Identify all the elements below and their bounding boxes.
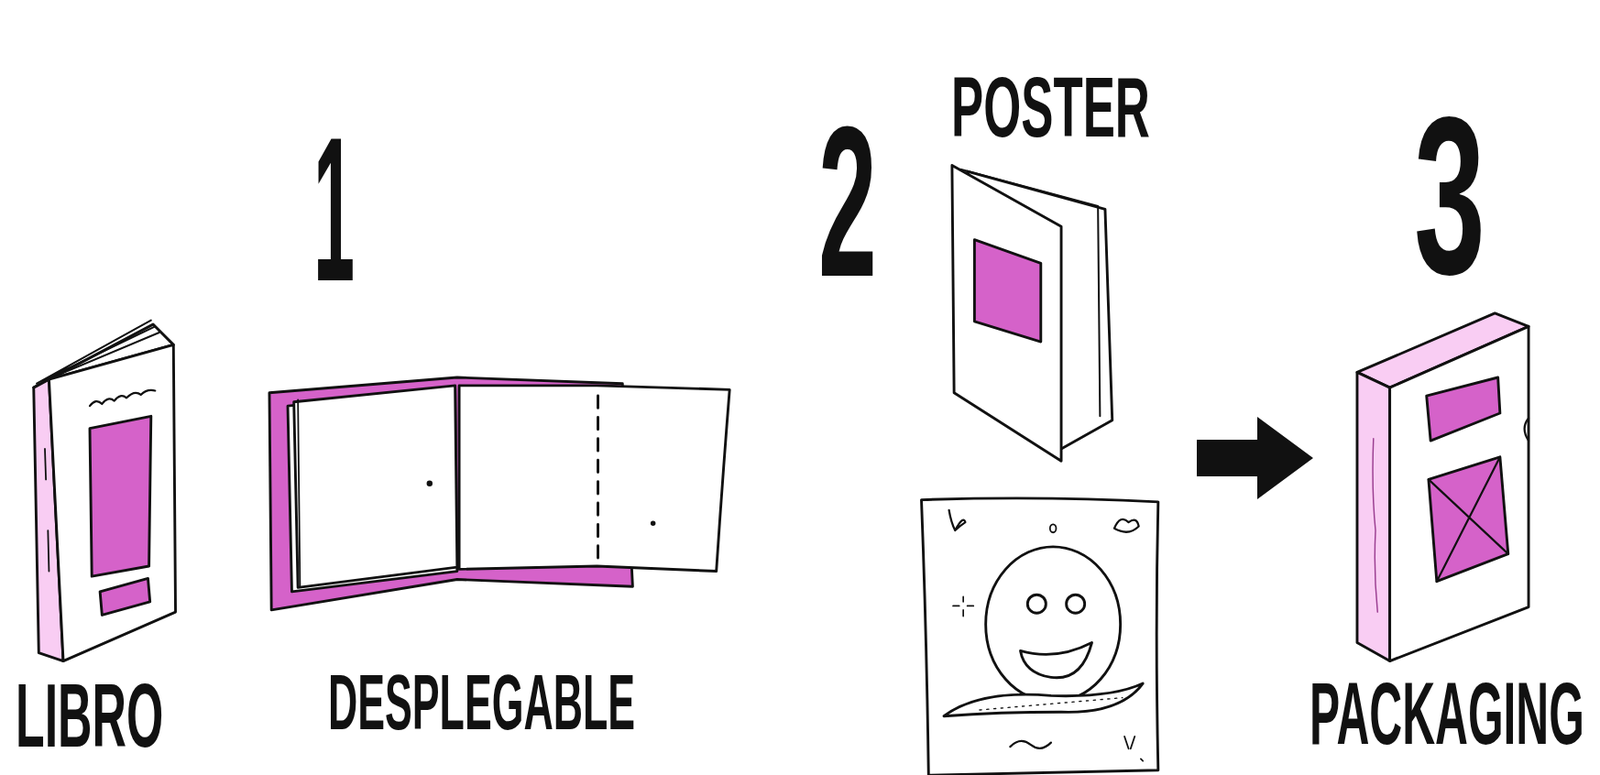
poster-sheet <box>921 498 1159 775</box>
doodle <box>1114 519 1140 533</box>
leaflet-sketch <box>952 164 1113 461</box>
book-title-scribble <box>89 390 155 406</box>
illustration-node: LIBRO <box>9 311 193 752</box>
illustration-node: POSTER <box>916 68 1192 472</box>
fold-line <box>596 395 600 564</box>
dot <box>651 522 655 526</box>
doodle <box>1124 736 1143 762</box>
sparkle <box>953 596 974 616</box>
sketches <box>33 164 1529 775</box>
box-window <box>1428 457 1509 582</box>
doodle <box>1050 524 1057 533</box>
step-number: 3 <box>1413 82 1486 308</box>
book-image <box>89 416 152 577</box>
foldout-layers <box>297 399 300 586</box>
box-spine-text <box>1372 438 1378 613</box>
illustration-node: DESPLEGABLE <box>261 366 738 734</box>
illustration-node: PACKAGING <box>1305 306 1590 752</box>
book-sketch <box>33 320 176 662</box>
step-number: 2 <box>818 95 877 309</box>
doodle <box>949 510 966 531</box>
foldout-sketch <box>269 377 730 611</box>
dot <box>427 482 432 486</box>
banner-stitches <box>979 698 1123 711</box>
item-label: PACKAGING <box>1309 669 1585 758</box>
box-window-cross <box>1428 457 1509 582</box>
poster-banner <box>943 683 1143 717</box>
item-label: DESPLEGABLE <box>328 663 636 742</box>
leaflet-cover <box>952 164 1062 461</box>
box-tab <box>1524 418 1529 441</box>
box-sketch <box>1357 313 1529 662</box>
book-cover <box>48 344 176 661</box>
foldout-page-right <box>459 385 730 572</box>
box-front <box>1390 326 1529 661</box>
poster-sketch <box>921 498 1159 775</box>
item-label: LIBRO <box>15 669 164 761</box>
step-number: 1 <box>313 106 355 313</box>
block-arrow <box>1196 416 1314 500</box>
item-label: POSTER <box>951 65 1151 151</box>
foldout-page-left <box>294 385 458 588</box>
box-label <box>1426 377 1501 441</box>
smiley-mouth <box>1020 643 1093 679</box>
leaflet-image <box>974 240 1041 342</box>
box-side <box>1357 372 1391 661</box>
smiley-face <box>986 547 1121 702</box>
smiley-eye <box>1027 594 1046 614</box>
book-tag <box>99 578 151 615</box>
smiley-eye <box>1066 594 1085 614</box>
book-spine-marks <box>44 449 49 572</box>
doodle <box>1009 741 1052 749</box>
